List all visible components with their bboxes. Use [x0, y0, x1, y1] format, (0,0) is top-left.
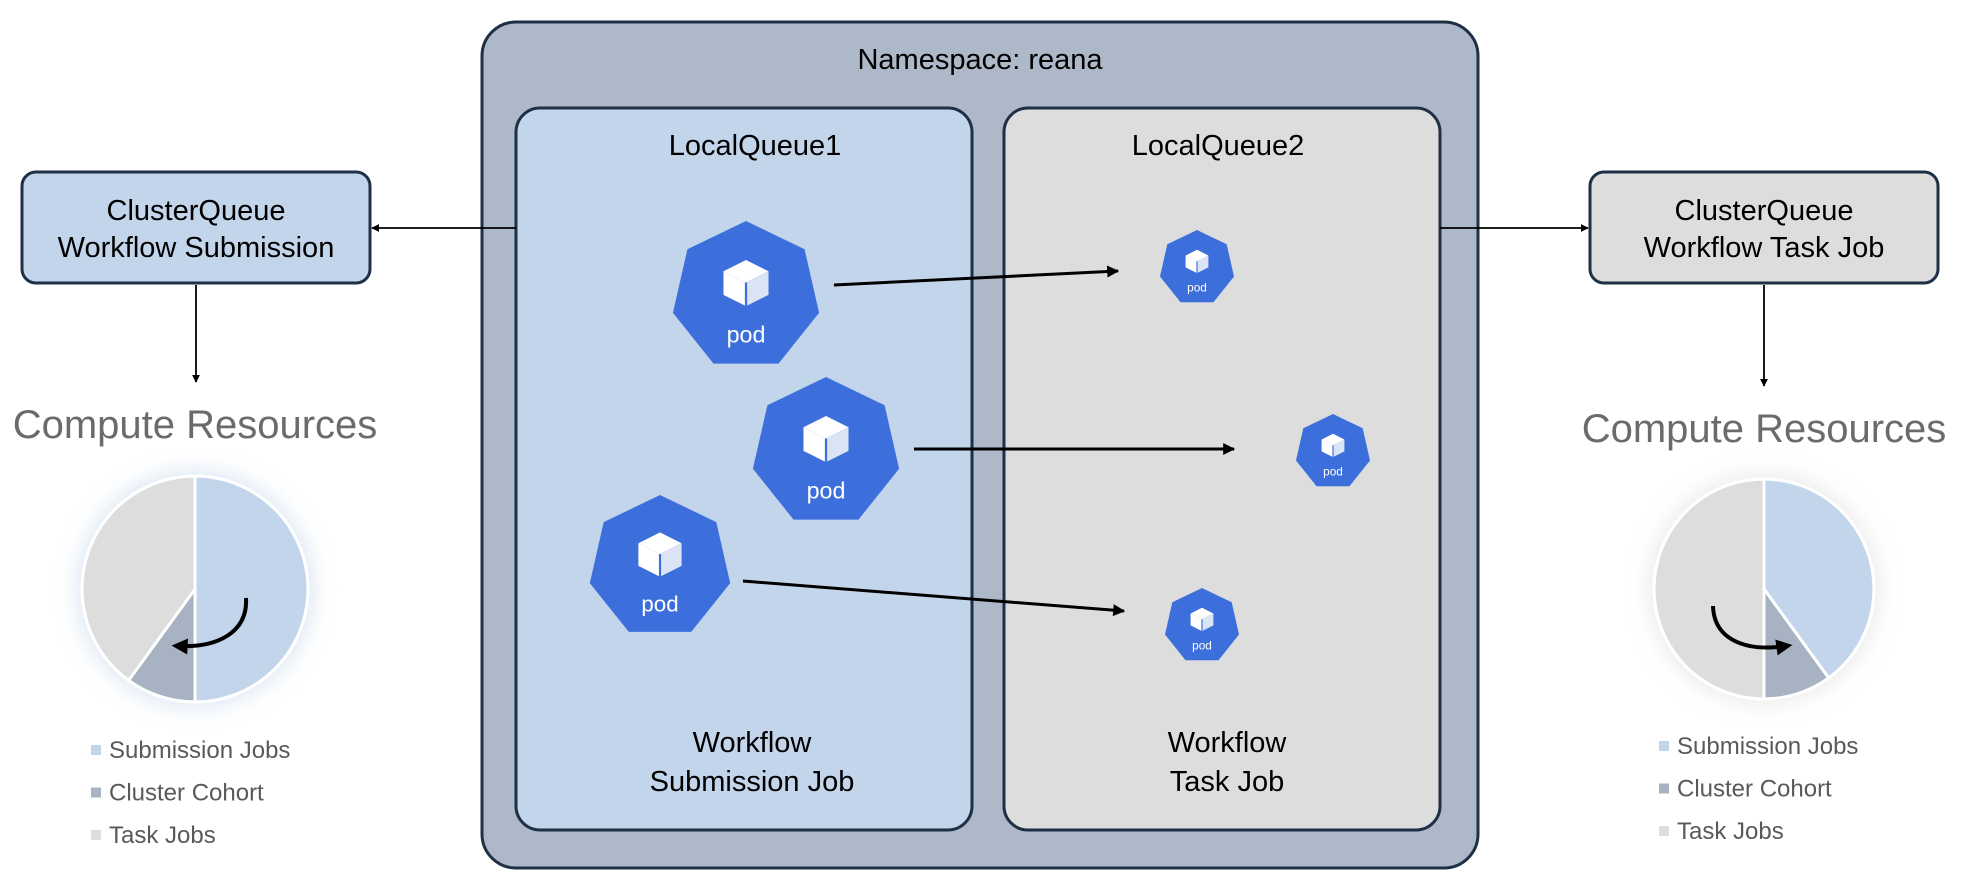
cube-icon	[638, 532, 682, 577]
pod-large-3: pod	[589, 495, 731, 632]
pod-label: pod	[1323, 465, 1343, 479]
legend-label: Cluster Cohort	[1677, 776, 1832, 803]
pod-small-1: pod	[1160, 230, 1234, 303]
pod-label: pod	[1192, 639, 1212, 653]
compute-resources-right-pie	[1648, 473, 1880, 705]
pie-left-shift-arrow	[171, 597, 249, 655]
cube-icon	[723, 260, 769, 307]
legend-label: Cluster Cohort	[109, 780, 264, 807]
pod-label: pod	[1187, 281, 1207, 295]
pie-outline	[80, 474, 310, 704]
legend-label: Task Jobs	[109, 822, 216, 849]
legend-label: Submission Jobs	[1677, 733, 1858, 760]
pie-right-shift-arrow	[1711, 605, 1793, 656]
pod-label: pod	[807, 478, 846, 504]
cluster-queue-submission-box	[20, 170, 372, 285]
legend-label: Task Jobs	[1677, 818, 1784, 845]
legend-swatch	[91, 787, 101, 798]
cluster-queue-task-line1: ClusterQueue	[1675, 195, 1854, 227]
pod-label: pod	[641, 592, 678, 617]
compute-resources-left-pie	[76, 470, 314, 708]
legend-swatch	[91, 745, 101, 755]
legend-swatch	[1659, 783, 1669, 794]
compute-resources-right-title: Compute Resources	[1582, 407, 1947, 451]
local-queue-2-title: LocalQueue2	[1132, 130, 1305, 162]
cluster-queue-task-line2: Workflow Task Job	[1644, 232, 1885, 264]
legend-swatch	[1659, 826, 1669, 836]
pods-group: pod pod pod pod pod pod	[589, 221, 1370, 661]
pod-small-2: pod	[1296, 414, 1370, 487]
pod-label: pod	[727, 322, 766, 348]
pod-small-3: pod	[1165, 588, 1239, 661]
legend-swatch	[1659, 741, 1669, 751]
cluster-queue-submission-line1: ClusterQueue	[107, 195, 286, 227]
cube-icon	[803, 416, 849, 463]
local-queue-1-caption-line2: Submission Job	[650, 766, 855, 798]
pod-large-2: pod	[752, 377, 900, 520]
legend-swatch	[91, 830, 101, 840]
namespace-title: Namespace: reana	[857, 44, 1103, 76]
pod-large-1: pod	[672, 221, 820, 364]
local-queue-1-caption-line1: Workflow	[693, 727, 813, 759]
pie-slice-task-jobs	[1652, 477, 1766, 701]
pie-outline	[1652, 477, 1876, 701]
cube-icon	[1321, 433, 1345, 458]
cluster-queue-submission-line2: Workflow Submission	[58, 232, 335, 264]
local-queue-1-box	[514, 106, 974, 832]
local-queue-2-box	[1002, 106, 1442, 832]
legend-label: Submission Jobs	[109, 737, 290, 764]
local-queue-2-caption-line2: Task Job	[1170, 766, 1284, 798]
cube-icon	[1190, 607, 1214, 632]
compute-resources-left-title: Compute Resources	[13, 403, 378, 447]
arrow-pod-3	[742, 579, 1126, 617]
arrow-pod-1	[833, 265, 1120, 287]
cluster-queue-task-box	[1588, 170, 1940, 285]
local-queue-2-caption-line1: Workflow	[1168, 727, 1288, 759]
local-queue-1-title: LocalQueue1	[669, 130, 842, 162]
pie-slice-submission-jobs	[193, 474, 310, 704]
cube-icon	[1185, 249, 1209, 274]
